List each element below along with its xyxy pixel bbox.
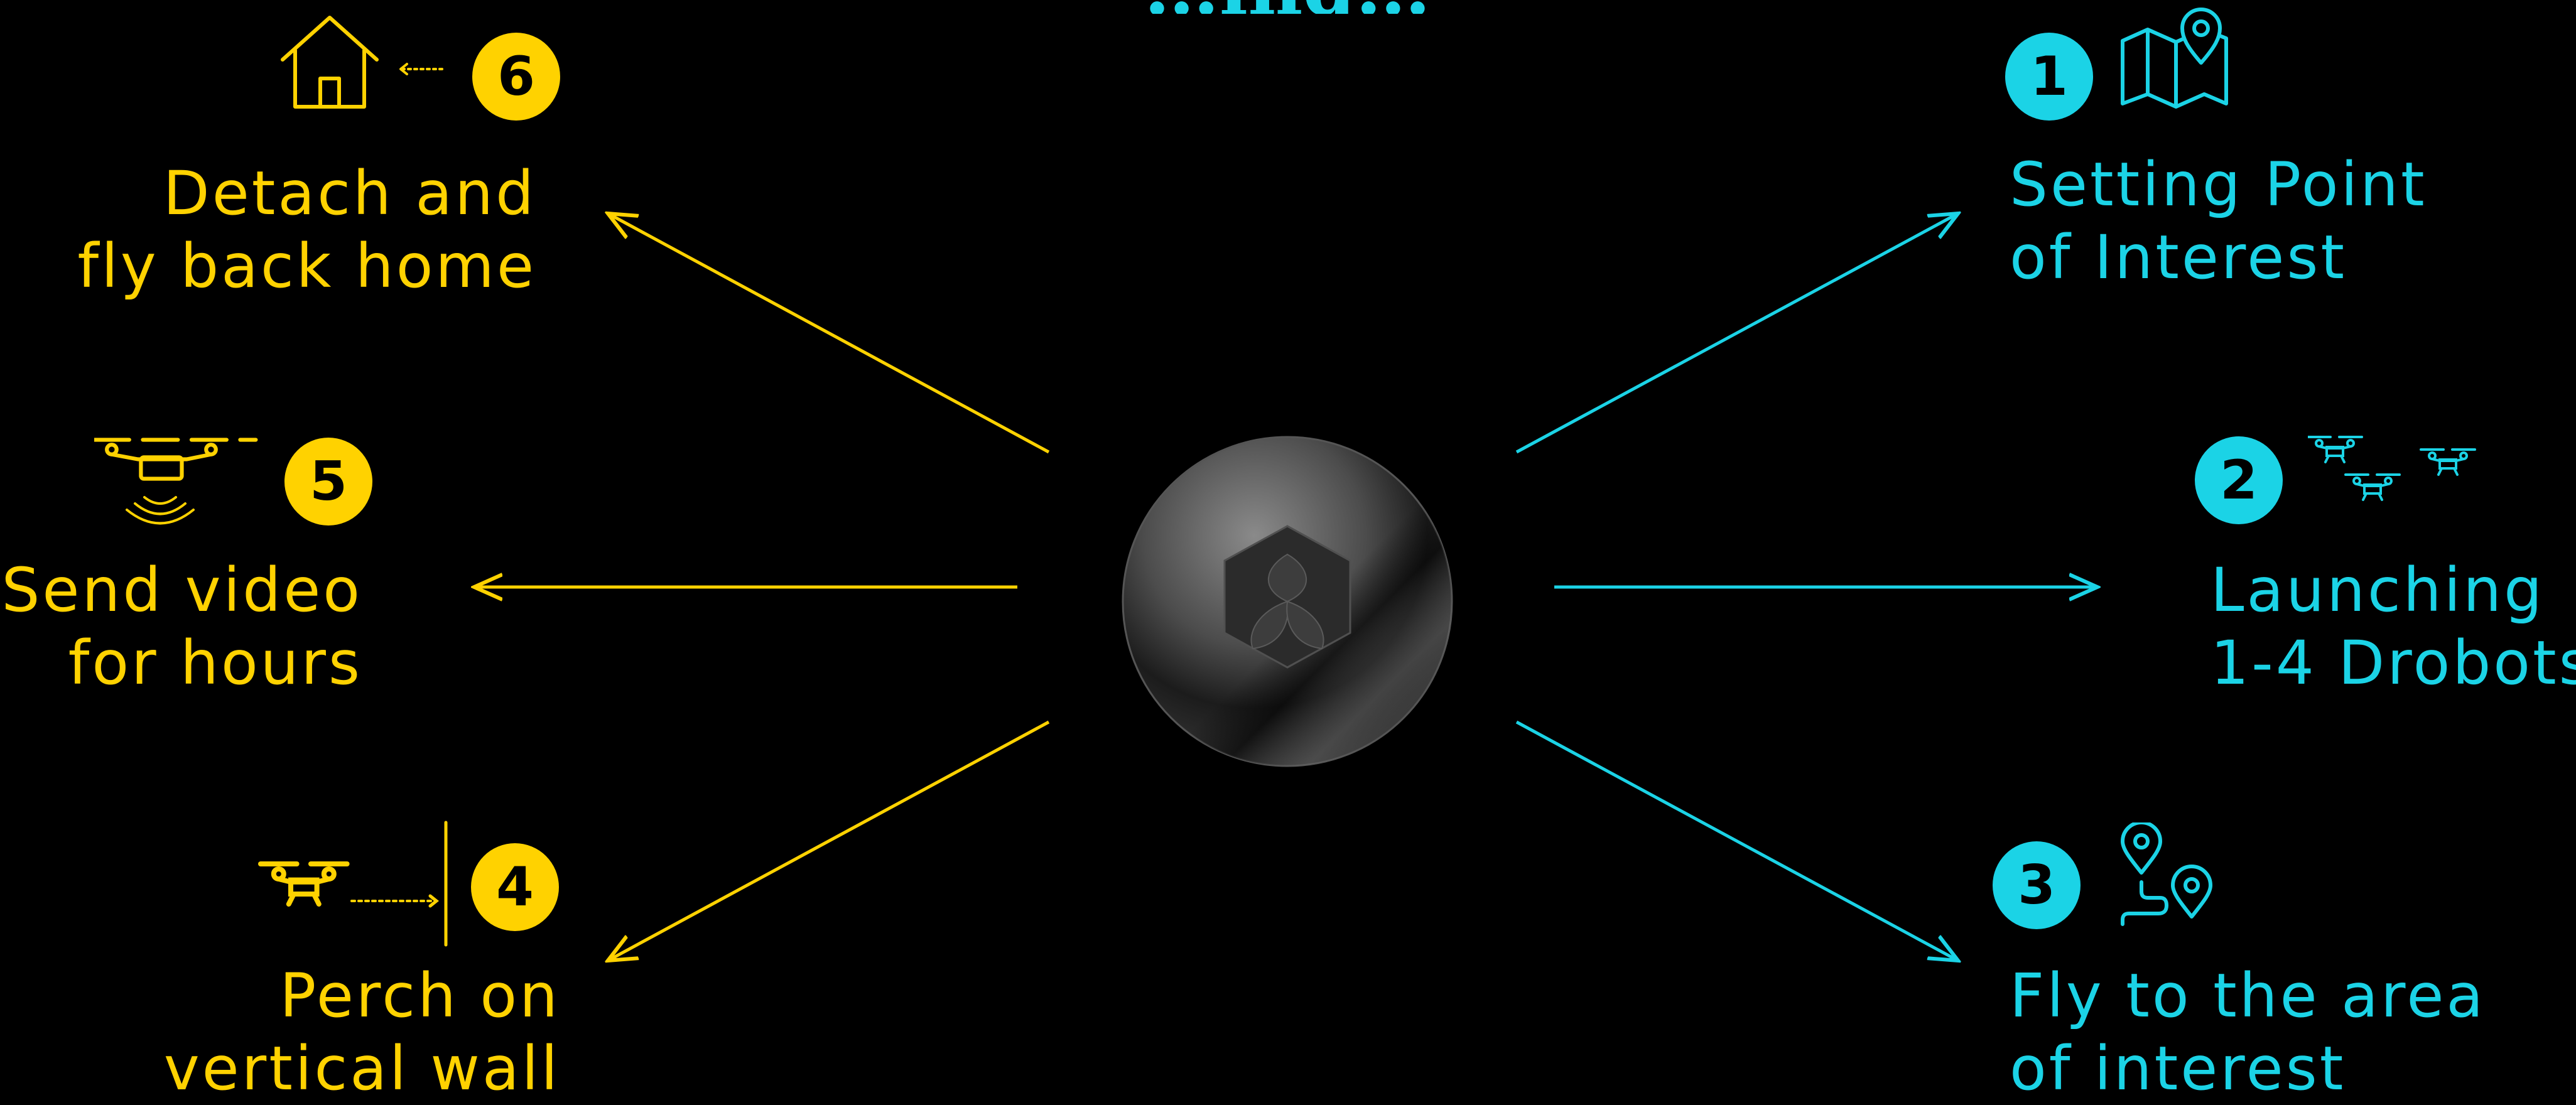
- drobot-logo-sphere-icon: [1118, 432, 1457, 771]
- map-pin-icon: [2119, 3, 2232, 110]
- step-5-label: Send video for hours: [1, 554, 362, 699]
- arrow-to-step-3: [1517, 722, 1958, 961]
- home-return-icon: [276, 13, 458, 113]
- arrow-to-step-6: [608, 213, 1049, 452]
- step-4-badge: 4: [471, 843, 559, 931]
- step-1-label: Setting Point of Interest: [2010, 148, 2427, 294]
- step-3-badge: 3: [1993, 841, 2081, 929]
- step-2-label: Launching 1-4 Drobots: [2211, 554, 2576, 699]
- step-3-label: Fly to the area of interest: [2010, 959, 2486, 1105]
- step-6-label: Detach and fly back home: [77, 157, 536, 303]
- drone-broadcast-icon: [94, 427, 264, 531]
- step-5-badge: 5: [284, 438, 372, 526]
- step-6-badge: 6: [472, 33, 560, 121]
- arrow-to-step-4: [608, 722, 1049, 961]
- step-4-label: Perch on vertical wall: [164, 959, 560, 1105]
- step-1-badge: 1: [2005, 33, 2093, 121]
- arrow-to-step-1: [1517, 213, 1958, 452]
- drone-swarm-icon: [2308, 424, 2496, 519]
- step-2-badge: 2: [2195, 436, 2283, 524]
- drone-wall-icon: [257, 819, 452, 948]
- route-pins-icon: [2113, 822, 2220, 929]
